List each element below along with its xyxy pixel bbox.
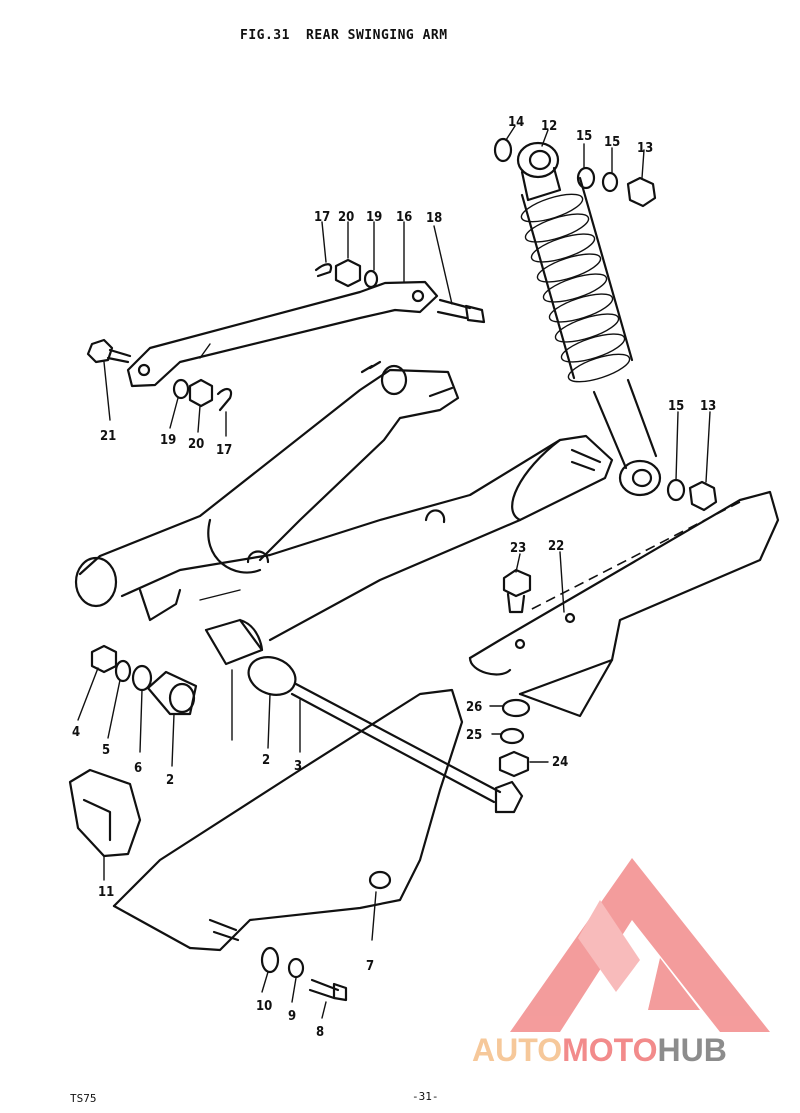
callout-23: 23 [510, 541, 526, 556]
callout-21: 21 [100, 429, 116, 444]
watermark-text: AUTOMOTOHUB [472, 1032, 727, 1068]
callout-2: 2 [166, 773, 174, 788]
callout-13: 13 [637, 141, 653, 156]
callout-17: 17 [216, 443, 232, 458]
bush-2-left-end [168, 682, 196, 714]
figure-title: REAR SWINGING ARM [306, 28, 448, 43]
callout-8: 8 [316, 1025, 324, 1040]
pivot-bolt-3 [290, 682, 502, 804]
callout-9: 9 [288, 1009, 296, 1024]
cotter-17-top [314, 263, 333, 278]
cotter-17-bottom [216, 388, 233, 412]
nut-13-top [626, 176, 657, 208]
callout-7: 7 [366, 959, 374, 974]
watermark-auto: AUTO [472, 1032, 562, 1068]
callout-2: 2 [262, 753, 270, 768]
callout-18: 18 [426, 211, 442, 226]
callout-22: 22 [548, 539, 564, 554]
leader-lines [77, 125, 711, 1019]
callout-10: 10 [256, 999, 272, 1014]
buffer-block-11 [68, 768, 142, 858]
pivot-bolt-3-head [494, 780, 524, 814]
callout-16: 16 [396, 210, 412, 225]
bolt-18 [436, 298, 486, 324]
bush-2-center-b [247, 656, 297, 696]
callout-11: 11 [98, 885, 114, 900]
watermark-moto: MOTO [562, 1032, 657, 1068]
washer-15-top-a [576, 166, 596, 190]
washer-26 [501, 698, 531, 718]
nut-4 [90, 644, 118, 674]
callout-20: 20 [338, 210, 354, 225]
callout-25: 25 [466, 728, 482, 743]
nut-20-top [334, 258, 362, 288]
bush-2-center-a [204, 618, 264, 666]
nut-20-bottom [188, 378, 214, 408]
page-number: -31- [412, 1090, 439, 1103]
washer-19-bottom [172, 378, 190, 400]
callout-13: 13 [700, 399, 716, 414]
washer-19-top [363, 269, 379, 289]
callout-17: 17 [314, 210, 330, 225]
chain-case-22 [468, 490, 780, 718]
swinging-arm [74, 360, 614, 642]
figure-number: FIG.31 [240, 28, 290, 43]
bolt-21 [86, 338, 132, 364]
watermark-hub: HUB [657, 1032, 726, 1068]
callout-15: 15 [576, 129, 592, 144]
shock-absorber [516, 141, 662, 497]
washer-10 [260, 946, 280, 974]
washer-9 [287, 957, 305, 979]
nut-24 [498, 750, 530, 778]
bolt-23 [502, 568, 532, 614]
callout-15: 15 [668, 399, 684, 414]
torque-link [126, 280, 439, 388]
callout-19: 19 [160, 433, 176, 448]
watermark-triangle-mark [510, 858, 770, 1032]
washer-15-top-b [601, 171, 619, 193]
washer-14 [493, 137, 513, 163]
callout-4: 4 [72, 725, 80, 740]
chain-guard-7 [112, 688, 464, 952]
washer-15-bottom [666, 478, 686, 502]
watermark-logo [510, 858, 770, 1032]
callout-19: 19 [366, 210, 382, 225]
callout-20: 20 [188, 437, 204, 452]
callout-14: 14 [508, 115, 524, 130]
nut-13-bottom [688, 480, 718, 512]
callout-24: 24 [552, 755, 568, 770]
washer-5 [114, 659, 132, 683]
callout-3: 3 [294, 759, 302, 774]
callout-15: 15 [604, 135, 620, 150]
callout-12: 12 [541, 119, 557, 134]
bolt-8 [308, 978, 348, 1002]
callout-26: 26 [466, 700, 482, 715]
model-code: TS75 [70, 1092, 97, 1105]
callout-5: 5 [102, 743, 110, 758]
callout-6: 6 [134, 761, 142, 776]
buffer-block-11-slot [82, 798, 112, 842]
washer-25 [499, 727, 525, 745]
